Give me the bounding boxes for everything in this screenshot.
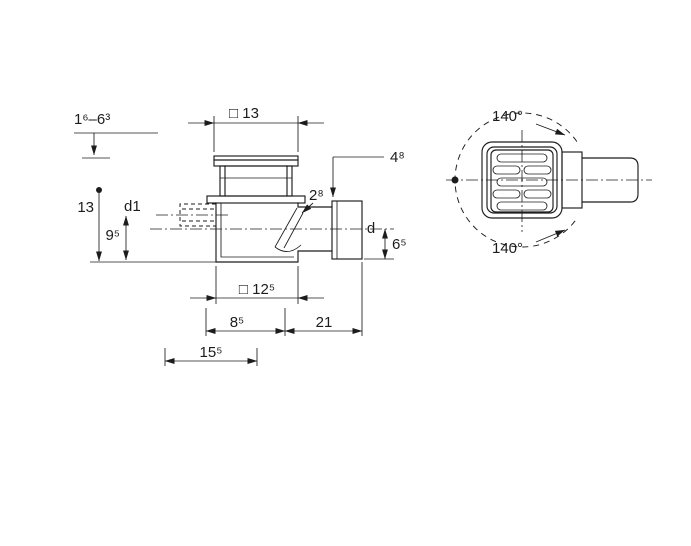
dim-socket-depth: 4⁸ [390,149,405,166]
grate-slot [523,189,552,199]
leader-arrow [535,229,566,243]
leader-arrow [535,123,566,136]
top-view: 140° 140° [446,108,652,257]
grate-collar [213,155,299,167]
dim-outlet-length: 21 [316,314,333,331]
leader-arrow [301,202,314,214]
side-inlet-hidden-outline [179,203,216,227]
dim-height-range: 1⁶–6³ [74,111,110,128]
drain-body-inner-wall [220,203,294,258]
dim-flange-offset: 2⁸ [309,187,324,204]
grate-slot [523,165,552,175]
dim-body-width: □ 12⁵ [239,281,275,298]
dim-grate-width: □ 13 [229,105,259,122]
dim-offset-total: 15⁵ [200,344,223,361]
trap-baffle-1 [274,207,298,248]
dim-height-total: 13 [77,199,94,216]
label-outlet-diameter: d [367,220,375,237]
top-view-dimensions: 140° 140° [492,108,566,257]
drain-body [215,202,333,263]
label-inlet-diameter: d1 [124,198,141,215]
dim-offset-left: 8⁵ [230,314,245,331]
dim-inlet-depth: 9⁵ [105,227,120,244]
grate-slot [492,165,521,175]
trap-baffle-2 [283,212,304,249]
trap-bottom-curve [274,244,302,252]
dim-outlet-drop: 6⁵ [392,236,407,253]
adjustable-frame [219,165,293,197]
top-view-body [446,112,652,248]
side-view: □ 13 1⁶–6³ 13 9⁵ d1 4⁸ 2⁸ d [74,105,407,366]
dim-swivel-angle-top: 140° [492,108,523,125]
side-view-body [150,155,394,263]
floor-flange [206,195,306,204]
dim-swivel-angle-bottom: 140° [492,240,523,257]
side-view-dimensions: □ 13 1⁶–6³ 13 9⁵ d1 4⁸ 2⁸ d [74,105,407,366]
outlet-socket [331,200,363,260]
grate-slot [492,189,521,199]
swivel-pivot-dot [451,176,459,184]
